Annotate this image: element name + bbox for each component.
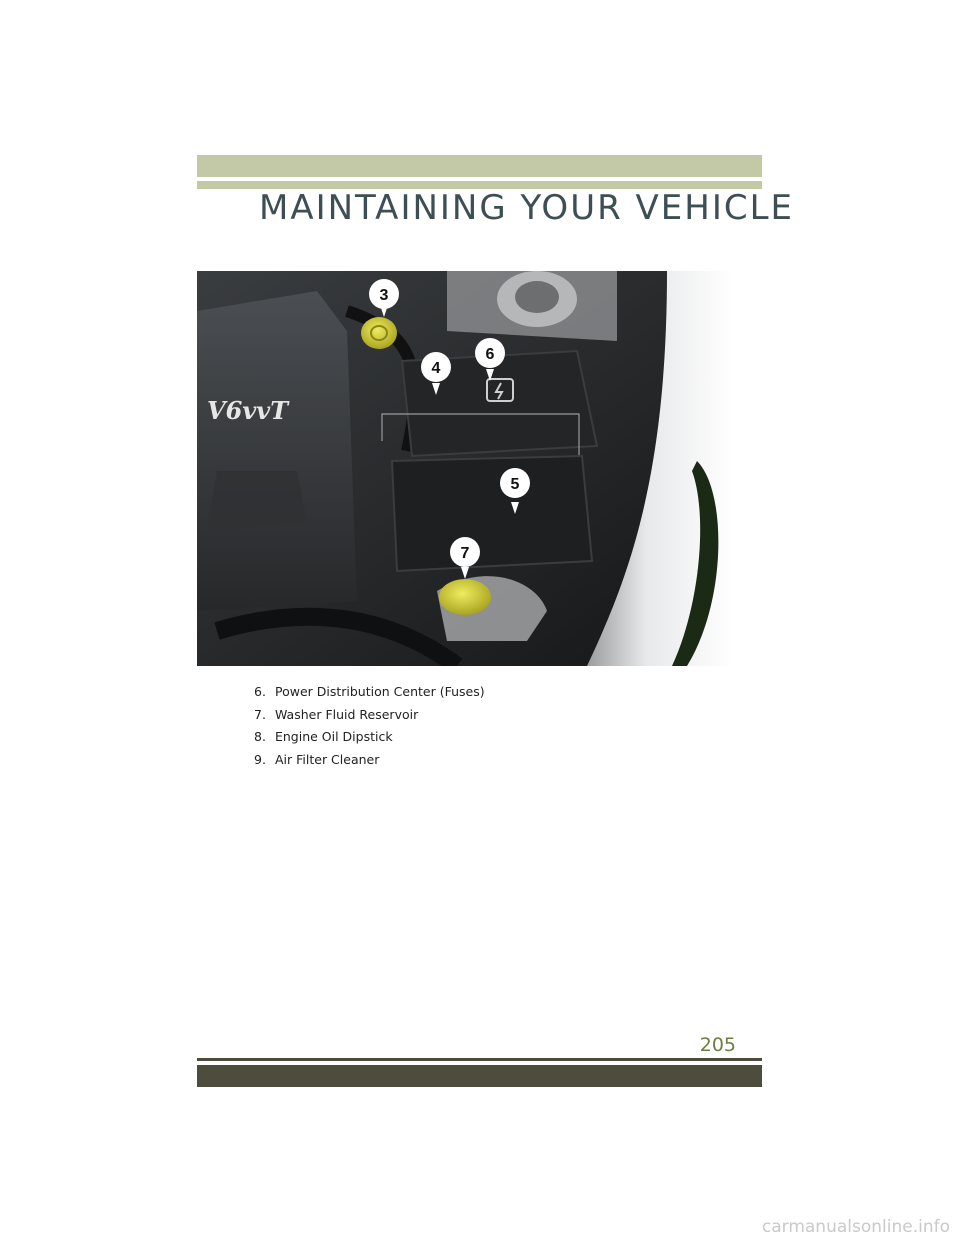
svg-text:3: 3 [380, 287, 389, 304]
svg-text:5: 5 [511, 476, 520, 493]
svg-text:7: 7 [461, 545, 470, 562]
callout-6: 6 [475, 338, 505, 381]
engine-compartment-photo: V6vvT 3 4 [197, 271, 735, 666]
legend-text: Washer Fluid Reservoir [274, 706, 419, 722]
legend-item: 8. Engine Oil Dipstick [254, 726, 485, 749]
legend-number: 8. [254, 729, 266, 744]
page-number: 205 [699, 1034, 736, 1056]
footer-rule [197, 1058, 762, 1061]
legend-number: 6. [254, 684, 266, 699]
engine-badge: V6vvT [207, 396, 290, 425]
svg-text:4: 4 [432, 360, 441, 377]
callout-3: 3 [369, 279, 399, 317]
legend-text: Engine Oil Dipstick [274, 729, 393, 744]
legend-number: 7. [254, 706, 266, 722]
watermark: carmanualsonline.info [761, 1217, 950, 1237]
header-band [197, 155, 762, 177]
section-title: MAINTAINING YOUR VEHICLE [259, 188, 795, 228]
legend-item: 9. Air Filter Cleaner [254, 749, 485, 772]
component-legend: 6. Power Distribution Center (Fuses) 7. … [254, 681, 485, 771]
svg-text:6: 6 [486, 346, 495, 363]
legend-number: 9. [254, 751, 266, 767]
legend-text: Power Distribution Center (Fuses) [274, 684, 485, 699]
header-rule [197, 181, 762, 189]
callout-7: 7 [450, 537, 480, 579]
legend-item: 6. Power Distribution Center (Fuses) [254, 681, 485, 704]
callout-5: 5 [500, 468, 530, 514]
legend-item: 7. Washer Fluid Reservoir [254, 704, 485, 727]
legend-text: Air Filter Cleaner [274, 751, 380, 767]
callout-4: 4 [421, 352, 451, 395]
footer-band [197, 1065, 762, 1087]
